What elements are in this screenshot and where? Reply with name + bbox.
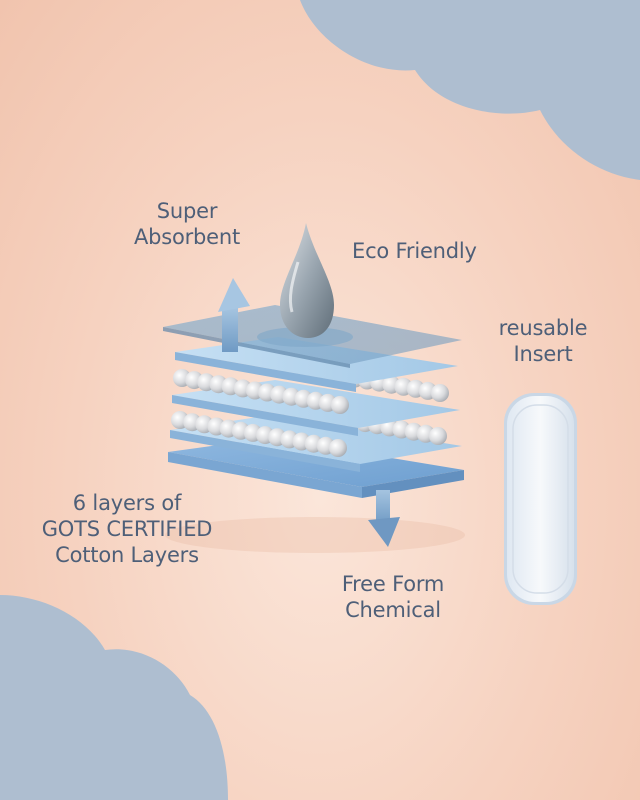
- feature-label-line: Super: [156, 199, 218, 223]
- arrow-up-icon: [218, 278, 250, 352]
- feature-label-line: Insert: [513, 342, 573, 366]
- reusable-insert-pad: [504, 393, 577, 605]
- feature-label-line: Cotton Layers: [55, 543, 199, 567]
- feature-eco-friendly: Eco Friendly: [352, 238, 477, 264]
- water-drop-icon: [280, 223, 334, 338]
- feature-label-line: Chemical: [345, 598, 441, 622]
- feature-label-line: reusable: [498, 316, 588, 340]
- feature-label-line: Free Form: [341, 572, 445, 596]
- bottom-left-cloud-blob: [0, 595, 228, 800]
- arrow-down-icon: [368, 490, 400, 547]
- feature-label-line: Eco Friendly: [352, 239, 477, 263]
- feature-reusable-insert: reusable Insert: [478, 315, 608, 367]
- top-right-cloud-blob: [300, 0, 640, 180]
- feature-label-line: 6 layers of: [72, 491, 182, 515]
- cotton-fiber-sphere: [329, 439, 347, 457]
- cotton-fiber-sphere: [429, 427, 447, 445]
- feature-label-line: GOTS CERTIFIED: [41, 517, 213, 541]
- feature-cotton-layers: 6 layers of GOTS CERTIFIED Cotton Layers: [22, 490, 232, 568]
- cotton-fiber-sphere: [331, 396, 349, 414]
- feature-super-absorbent: Super Absorbent: [122, 198, 252, 250]
- feature-label-line: Absorbent: [133, 225, 241, 249]
- feature-chemical-free: Free Form Chemical: [318, 571, 468, 623]
- cotton-fiber-sphere: [431, 384, 449, 402]
